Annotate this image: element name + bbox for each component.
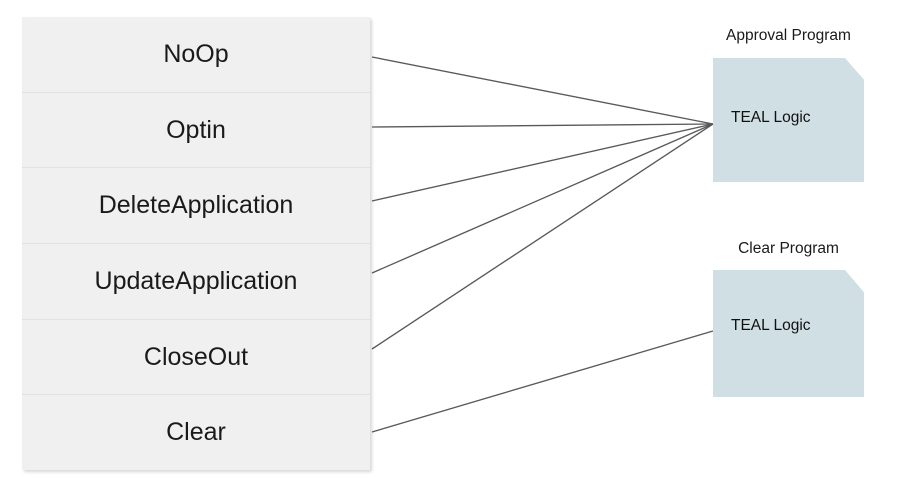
op-label: DeleteApplication bbox=[98, 191, 294, 220]
approval-program-title: Approval Program bbox=[726, 27, 851, 44]
approval-program-group: Approval Program TEAL Logic bbox=[713, 0, 864, 485]
op-label: CloseOut bbox=[143, 342, 249, 371]
op-row-optin[interactable]: Optin bbox=[22, 91, 370, 168]
clear-program-group: Clear Program TEAL Logic bbox=[713, 0, 864, 485]
application-call-types-panel: NoOp Optin DeleteApplication UpdateAppli… bbox=[22, 17, 370, 470]
op-row-updateapplication[interactable]: UpdateApplication bbox=[22, 243, 370, 319]
op-row-closeout[interactable]: CloseOut bbox=[22, 318, 370, 395]
clear-program-title: Clear Program bbox=[738, 240, 839, 257]
edge-noop-to-approval bbox=[371, 56, 714, 125]
clear-program-box[interactable] bbox=[713, 270, 864, 397]
edge-clear-to-clearprogram bbox=[371, 330, 714, 433]
op-row-noop[interactable]: NoOp bbox=[22, 17, 370, 92]
op-label: UpdateApplication bbox=[94, 266, 298, 295]
approval-program-box[interactable] bbox=[713, 58, 864, 182]
approval-program-body-label: TEAL Logic bbox=[731, 109, 811, 126]
edge-updateapplication-to-approval bbox=[371, 123, 714, 274]
edge-closeout-to-approval bbox=[371, 123, 714, 350]
op-label: Optin bbox=[166, 115, 226, 144]
op-label: Clear bbox=[166, 418, 226, 447]
op-row-deleteapplication[interactable]: DeleteApplication bbox=[22, 167, 370, 243]
op-row-clear[interactable]: Clear bbox=[22, 394, 370, 470]
edge-optin-to-approval bbox=[371, 123, 714, 128]
edge-deleteapplication-to-approval bbox=[371, 123, 714, 202]
clear-program-body-label: TEAL Logic bbox=[731, 317, 811, 334]
op-label: NoOp bbox=[163, 39, 229, 68]
